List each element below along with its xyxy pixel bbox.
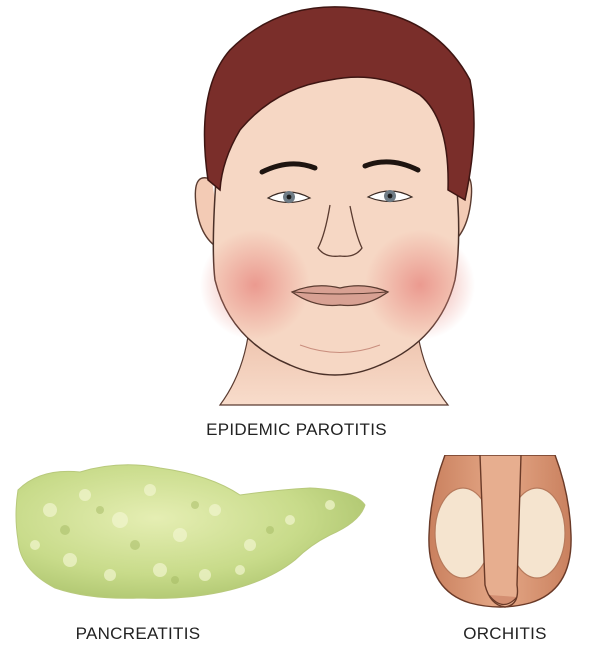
pancreas-illustration <box>10 450 370 610</box>
label-orchitis: ORCHITIS <box>430 624 580 644</box>
label-pancreatitis: PANCREATITIS <box>38 624 238 644</box>
face-illustration <box>180 0 480 410</box>
testes-illustration <box>425 455 575 615</box>
label-epidemic-parotitis: EPIDEMIC PAROTITIS <box>0 420 593 440</box>
